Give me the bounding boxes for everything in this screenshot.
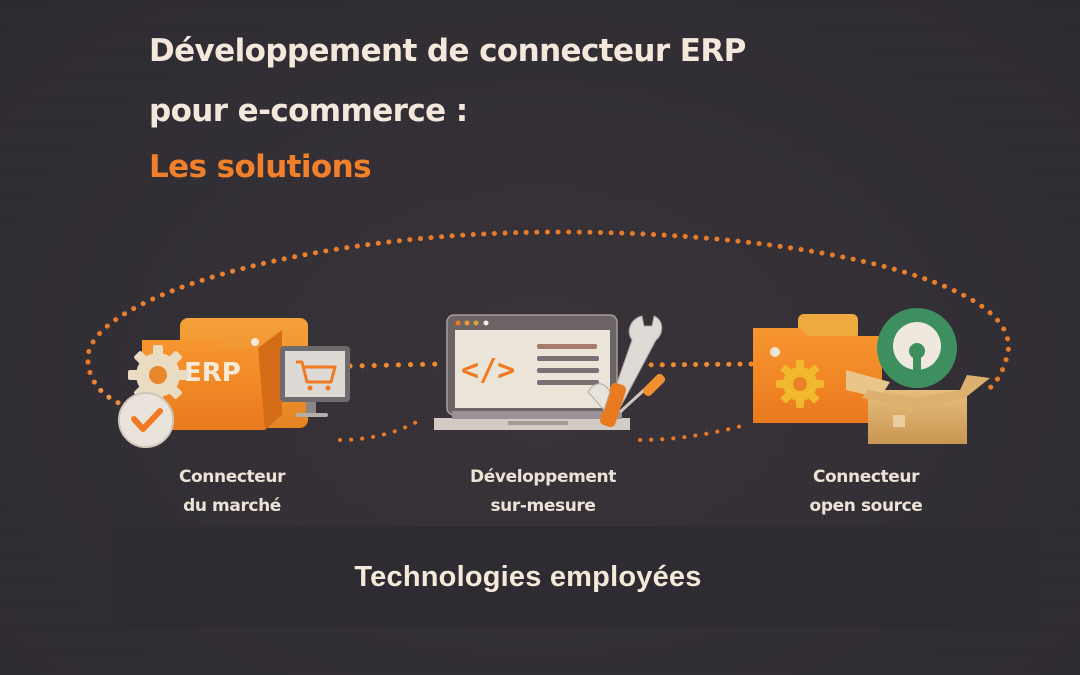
title-line-2: pour e-commerce : bbox=[149, 93, 468, 129]
screwdriver-icon bbox=[587, 373, 666, 428]
label-line: Connecteur bbox=[178, 467, 286, 487]
gear-icon bbox=[128, 345, 188, 405]
title-line-1: Développement de connecteur ERP bbox=[149, 33, 746, 69]
label-line: Connecteur bbox=[812, 467, 920, 487]
label-line: open source bbox=[809, 496, 923, 516]
market-connector-illustration: ERP bbox=[118, 318, 350, 448]
label-line: sur-mesure bbox=[490, 496, 596, 516]
dotted-ellipse-connector bbox=[85, 229, 1011, 442]
solution-label-open-source: Connecteur open source bbox=[776, 463, 956, 521]
laptop-code-icon: </> bbox=[434, 314, 630, 430]
folder-gear-icon bbox=[753, 314, 882, 423]
gear-icon bbox=[776, 360, 824, 408]
open-source-connector-illustration bbox=[753, 308, 990, 444]
wrench-icon bbox=[609, 315, 663, 409]
svg-text:</>: </> bbox=[461, 353, 515, 388]
shopping-cart-monitor-icon bbox=[280, 346, 350, 417]
solution-label-custom: Développement sur-mesure bbox=[448, 463, 638, 521]
label-line: Développement bbox=[470, 467, 616, 487]
open-box-icon bbox=[846, 370, 990, 444]
footer-band-text: Technologies employées bbox=[354, 561, 702, 593]
custom-development-illustration: </> bbox=[434, 314, 666, 430]
footer-band: Technologies employées bbox=[112, 527, 1040, 628]
label-line: du marché bbox=[183, 496, 281, 516]
svg-text:ERP: ERP bbox=[184, 358, 241, 388]
solution-label-market: Connecteur du marché bbox=[146, 463, 318, 521]
open-source-logo-icon bbox=[877, 308, 957, 388]
title-highlight: Les solutions bbox=[149, 149, 372, 185]
checkmark-badge-icon bbox=[118, 392, 174, 448]
